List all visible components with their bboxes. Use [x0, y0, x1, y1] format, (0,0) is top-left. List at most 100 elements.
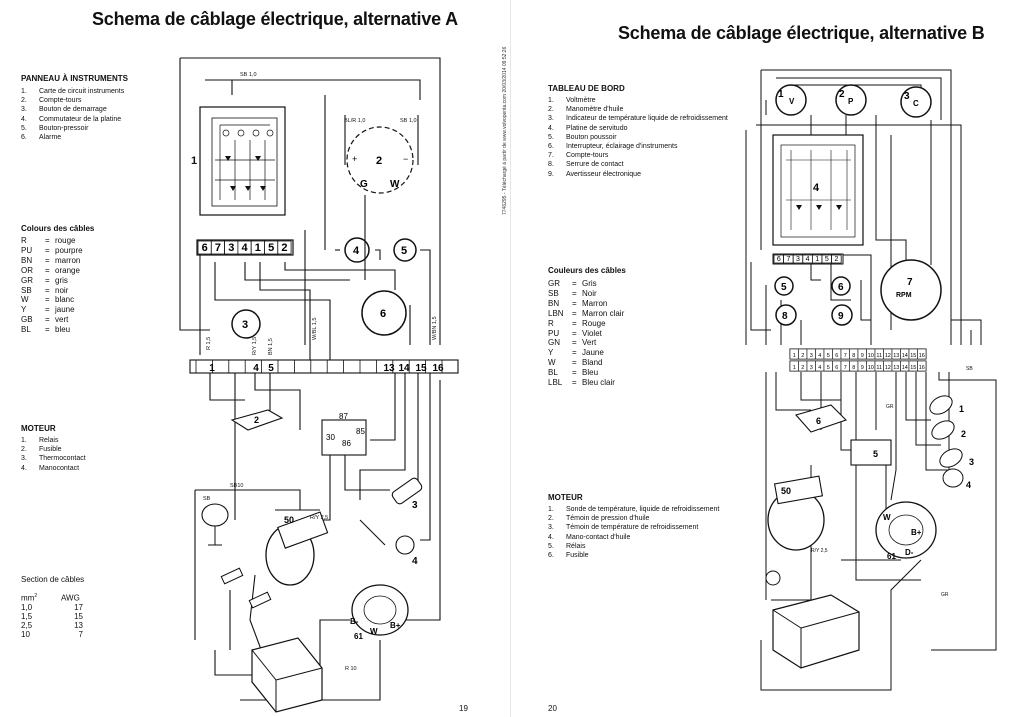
left-colours-code: BL	[21, 325, 31, 335]
right-engine-list-item-text: Rélais	[566, 542, 586, 550]
wire-label-b-2: R/Y 2,5	[811, 548, 828, 554]
left-colours-row: BL=bleu	[21, 325, 83, 335]
right-colours-equals: =	[572, 318, 577, 328]
engine-sensor-4-label: 4	[966, 480, 971, 490]
panel-connector-b-cell-label: 7	[786, 256, 790, 263]
right-colours-row: BN=Marron	[548, 299, 624, 309]
terminal-strip-b-label: 16	[919, 365, 925, 371]
left-colours-row: Y=jaune	[21, 305, 83, 315]
engine-sensor-2	[931, 420, 955, 440]
tachometer-a-plus: +	[352, 154, 357, 164]
right-colours-code: GN	[548, 338, 560, 348]
panel-connector-a-cell	[277, 240, 292, 255]
panel-connector-b-cell-label: 4	[806, 256, 810, 263]
cable-mm: 2,5	[21, 620, 33, 630]
right-colours-equals: =	[572, 358, 577, 368]
left-colours-equals: =	[45, 305, 50, 315]
right-colours-row: SB=Noir	[548, 289, 624, 299]
right-colours-row: LBL=Bleu clair	[548, 378, 624, 388]
alternator-b-inner	[888, 514, 924, 546]
component-9-b-circle	[831, 304, 853, 326]
key-switch-a-2	[248, 591, 272, 609]
small-sensor-b-body	[765, 570, 781, 586]
right-colours-equals: =	[572, 338, 577, 348]
right-colours-row: GN=Vert	[548, 338, 624, 348]
terminal-strip-b-label: 6	[835, 365, 838, 371]
wire-label-a-9: SB10	[230, 483, 243, 489]
panel-connector-a-cell-label: 6	[202, 242, 208, 254]
starter-solenoid-b	[773, 475, 824, 505]
left-engine-heading: MOTEUR	[21, 424, 56, 433]
component-5-a: 5	[393, 238, 417, 262]
left-colours-code: PU	[21, 245, 33, 255]
right-colours-colour: Noir	[582, 288, 597, 298]
instruments-list-item: 2.Compte-tours	[21, 96, 124, 105]
left-engine-list-item-text: Manocontact	[39, 464, 80, 472]
right-engine-list-item: 6.Fusible	[548, 551, 719, 560]
engine-sensor-3-label: 3	[969, 457, 974, 467]
component-5-b: 5	[774, 276, 794, 296]
left-engine-list-item-text: Fusible	[39, 446, 62, 454]
alternator-a-w: W	[370, 627, 378, 636]
wire-label-a-7: W/BL 1,5	[312, 318, 318, 340]
board-list-item-number: 7.	[548, 152, 554, 160]
right-colours-code: LBL	[548, 378, 563, 388]
right-colours-row: Y=Jaune	[548, 348, 624, 358]
wire-label-a-2: BL/R 1,0	[344, 118, 365, 124]
right-colours-row: LBN=Marron clair	[548, 309, 624, 319]
board-list-item: 8.Serrure de contact	[548, 160, 728, 169]
right-colours-row: R=Rouge	[548, 319, 624, 329]
right-colours-code: GR	[548, 279, 560, 288]
terminal-strip-b-label: 12	[885, 365, 891, 371]
component-3-a: 3	[231, 309, 261, 339]
left-colours-code: OR	[21, 265, 33, 275]
relay-pin-85: 85	[356, 427, 365, 436]
engine-comp-6-b: 6	[795, 404, 848, 433]
right-colours-colour: Gris	[582, 279, 597, 288]
instruments-list-item-text: Bouton-pressoir	[39, 124, 89, 132]
tachometer-a: 2 G W + −	[346, 126, 414, 194]
alternator-a-body	[351, 584, 409, 636]
board-b-frame	[772, 134, 864, 246]
panel-connector-b-cell-label: 5	[825, 256, 829, 263]
left-engine-list-item: 4. Manocontact	[21, 464, 86, 473]
right-colours-code: Y	[548, 348, 554, 358]
left-engine-list-item-number: 4.	[21, 464, 27, 472]
panel-connector-b-cell-label: 3	[796, 256, 800, 263]
sensor-4-a: 4	[395, 535, 418, 567]
battery-b	[772, 594, 860, 669]
terminal-strip-a-label: 14	[398, 363, 410, 374]
board-b-label: 4	[813, 182, 820, 194]
left-colours-equals: =	[45, 255, 50, 265]
instruments-list-item-number: 4.	[21, 115, 27, 123]
gauge-2-oil: 2 P	[835, 84, 867, 116]
component-6-b: 6	[831, 276, 851, 296]
wiring-diagram-b: 1 V 2 P 3 C	[745, 69, 997, 691]
engine-sensor-1	[929, 395, 953, 415]
left-colours-code: Y	[21, 305, 27, 315]
right-engine-list-item: 3.Témoin de température de refroidisseme…	[548, 523, 719, 532]
panel-connector-b-cell-label: 6	[777, 256, 781, 263]
left-colours-colour: vert	[55, 315, 69, 325]
terminal-strip-b-label: 2	[801, 353, 804, 359]
starter-motor-b: 50	[767, 475, 825, 551]
left-colours-row: W=blanc	[21, 295, 83, 305]
tachometer-b-rpm: RPM	[896, 292, 912, 299]
terminal-strip-b-label: 13	[893, 365, 899, 371]
terminal-strip-a-label: 16	[432, 363, 444, 374]
wire-labels-a: SB 1,0 BL/R 1,0 SB 1,0 R 1,5 R/Y 1,5 BN …	[203, 72, 438, 672]
sensor-3-a-label: 3	[412, 500, 418, 511]
right-colours-equals: =	[572, 308, 577, 318]
right-page-title: Schema de câblage électrique, alternativ…	[618, 23, 985, 43]
cable-col-mm: mm	[21, 593, 35, 603]
left-colours-row: PU=pourpre	[21, 246, 83, 256]
alternator-a-b-minus: B-	[350, 617, 359, 626]
left-colours-code: GR	[21, 275, 33, 285]
right-colours-colour: Bleu	[582, 368, 599, 378]
left-colours-equals: =	[45, 315, 50, 325]
instruments-list-item: 3.Bouton de demarrage	[21, 105, 124, 114]
left-engine-list-item-number: 1.	[21, 437, 27, 444]
